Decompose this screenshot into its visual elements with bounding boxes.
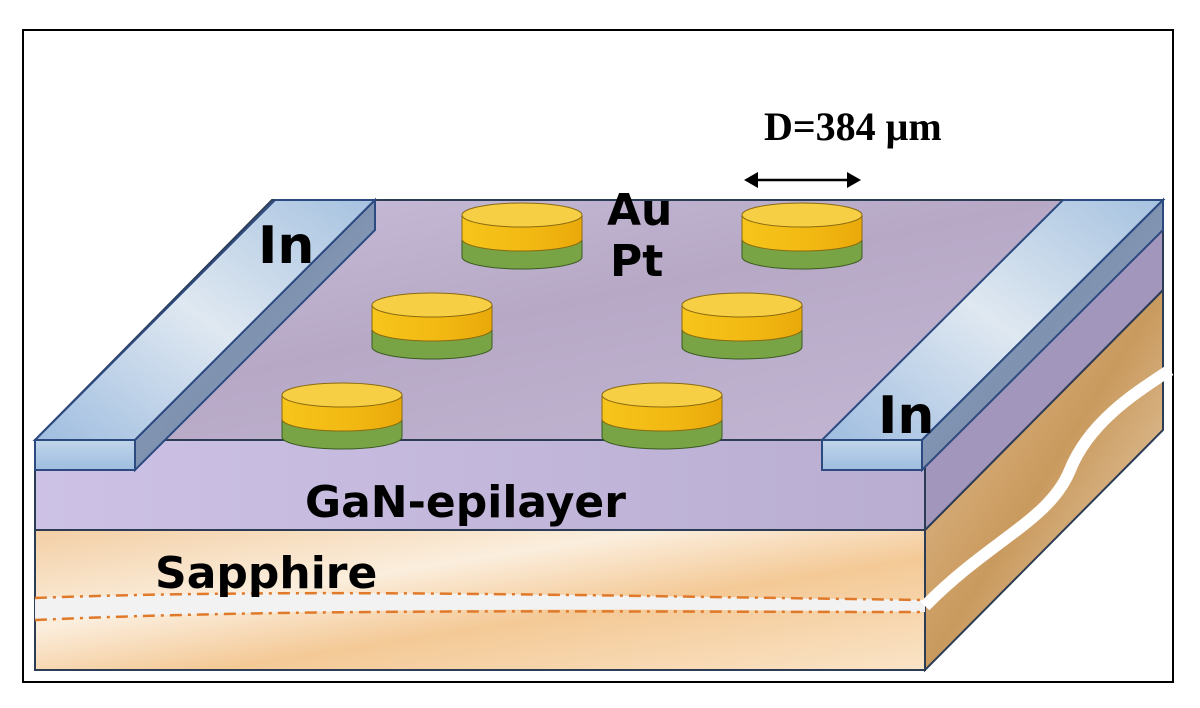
label-in-right: In (878, 386, 934, 446)
contact-disc-2 (741, 202, 863, 270)
label-in-left: In (258, 216, 314, 276)
indium-contact-right (819, 197, 1166, 473)
label-dimension: D=384 μm (764, 104, 942, 149)
label-au: Au (607, 185, 672, 236)
contact-disc-5 (281, 382, 403, 450)
contact-disc-4 (681, 292, 803, 360)
label-gan-epilayer: GaN-epilayer (305, 477, 626, 528)
contact-disc-1 (461, 202, 583, 270)
contact-disc-3 (371, 292, 493, 360)
label-pt: Pt (610, 236, 663, 287)
dimension-arrow (744, 172, 861, 188)
indium-contact-left (32, 197, 378, 473)
label-sapphire: Sapphire (155, 548, 377, 599)
break-mark (34, 365, 1174, 622)
contact-disc-6 (601, 382, 723, 450)
figure-frame (22, 29, 1174, 683)
contact-pads (281, 202, 863, 450)
